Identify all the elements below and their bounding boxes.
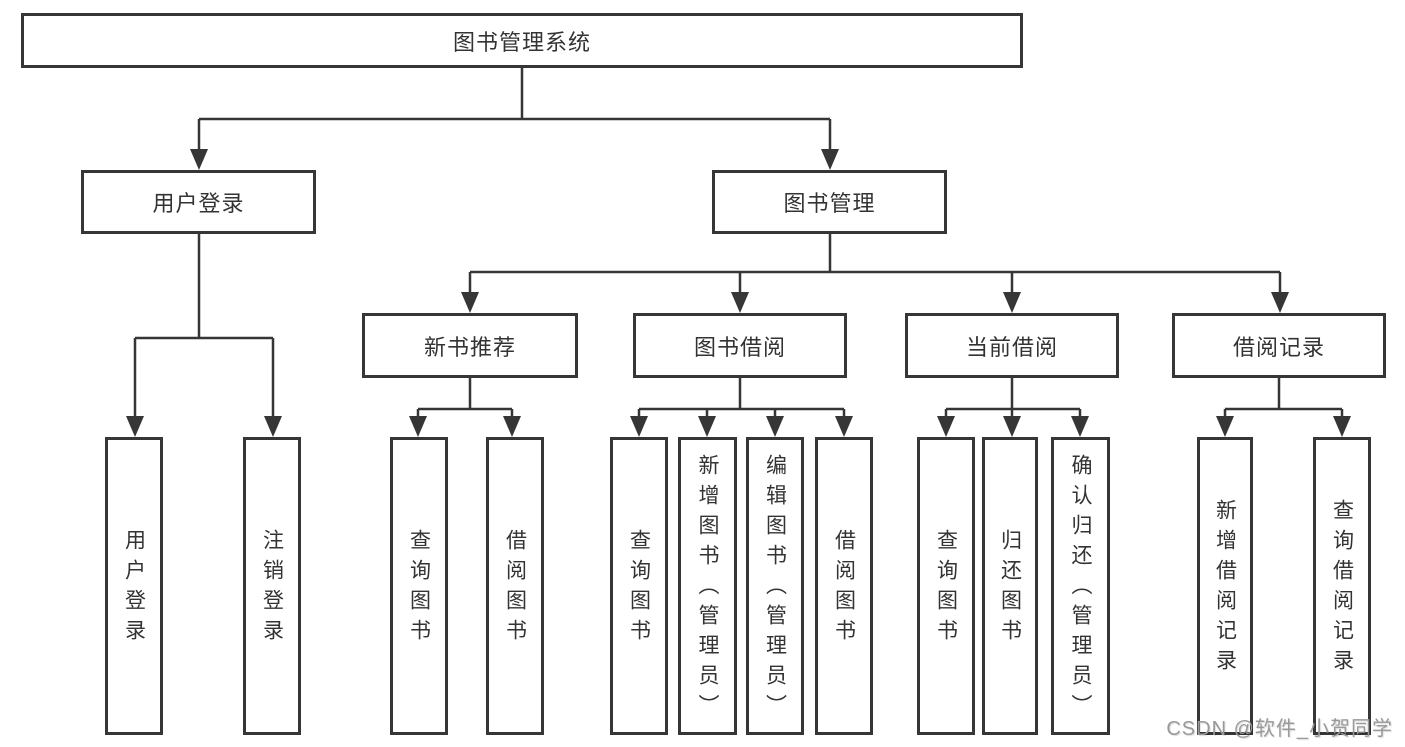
node-user-login: 用户登录 — [81, 170, 316, 234]
node-leaf-logout: 注销登录 — [243, 437, 301, 735]
node-leaf-borrow-books-1: 借阅图书 — [486, 437, 544, 735]
node-leaf-query-books-2: 查询图书 — [610, 437, 668, 735]
node-leaf-borrow-books-2: 借阅图书 — [815, 437, 873, 735]
node-leaf-query-books-1: 查询图书 — [390, 437, 448, 735]
node-new-book-recommend: 新书推荐 — [362, 313, 578, 378]
node-borrow-records: 借阅记录 — [1172, 313, 1386, 378]
node-book-management: 图书管理 — [712, 170, 947, 234]
node-book-borrow: 图书借阅 — [633, 313, 847, 378]
node-root: 图书管理系统 — [21, 13, 1023, 68]
node-leaf-query-borrow-record: 查询借阅记录 — [1313, 437, 1371, 735]
csdn-watermark: CSDN @软件_小贺同学 — [1166, 718, 1393, 740]
node-leaf-user-login: 用户登录 — [105, 437, 163, 735]
node-leaf-confirm-return-admin: 确认归还（管理员） — [1051, 437, 1110, 735]
node-current-borrow: 当前借阅 — [905, 313, 1119, 378]
node-leaf-add-borrow-record: 新增借阅记录 — [1197, 437, 1253, 735]
node-leaf-add-books-admin: 新增图书（管理员） — [678, 437, 737, 735]
node-leaf-return-books: 归还图书 — [982, 437, 1038, 735]
node-leaf-edit-books-admin: 编辑图书（管理员） — [746, 437, 804, 735]
node-leaf-query-books-3: 查询图书 — [917, 437, 975, 735]
